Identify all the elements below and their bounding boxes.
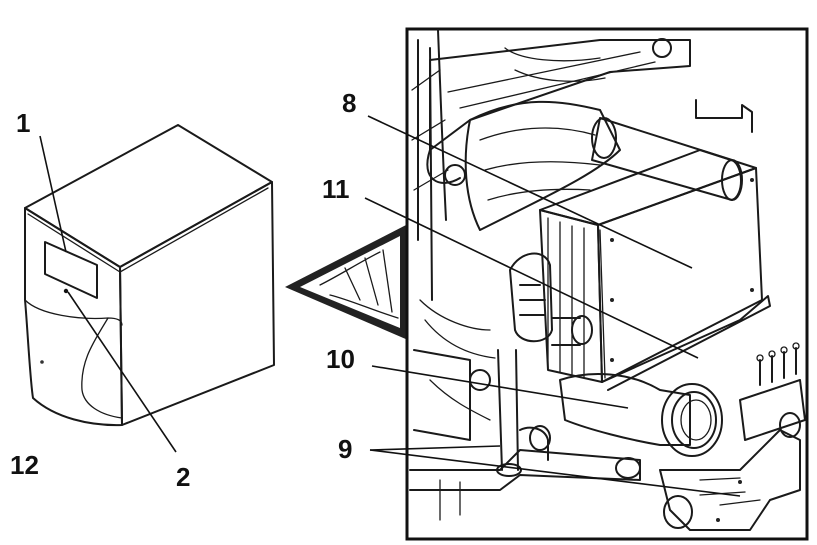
callout-11: 11 xyxy=(322,174,350,204)
boiler-cabinet xyxy=(24,124,275,427)
front-panel-dot xyxy=(40,360,44,364)
callout-2: 2 xyxy=(176,462,190,492)
callout-9: 9 xyxy=(338,434,352,464)
leader-1 xyxy=(39,135,67,253)
callout-8: 8 xyxy=(342,88,356,118)
leader-11 xyxy=(364,197,699,359)
callout-1: 1 xyxy=(16,108,30,138)
detail-view-frame xyxy=(405,27,809,541)
callout-10: 10 xyxy=(326,344,355,374)
callout-12: 12 xyxy=(10,450,39,480)
indicator-dot xyxy=(63,288,69,294)
control-panel-display xyxy=(44,241,98,299)
leader-8 xyxy=(367,115,693,269)
heat-exchanger xyxy=(539,149,771,391)
flue-outlet xyxy=(559,373,723,457)
gas-valve-manifold xyxy=(659,342,806,531)
leader-9a xyxy=(369,445,501,451)
leader-9b xyxy=(369,449,741,497)
leader-10 xyxy=(371,365,629,409)
leader-2 xyxy=(67,291,177,453)
